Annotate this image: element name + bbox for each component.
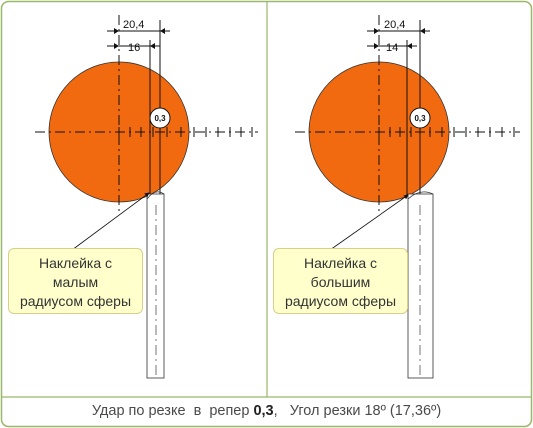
ruler-ticks-left (118, 127, 253, 137)
dimension-label-bottom-right: 14 (386, 42, 398, 54)
note-right-line1: Наклейка с (303, 255, 378, 271)
pointer-line-left (71, 192, 150, 251)
marker-label-right: 0,3 (414, 114, 426, 123)
cue-stick-left (146, 193, 165, 379)
note-right-line3: радиусом сферы (284, 293, 396, 309)
marker-circle-left (149, 107, 171, 129)
dimension-label-top-left: 20,4 (123, 19, 144, 31)
dimension-label-bottom-left: 16 (128, 42, 140, 54)
cue-stick-right (407, 193, 434, 379)
caption-part1: Удар по резке в репер (91, 403, 254, 419)
note-right-line2: большим (310, 274, 371, 290)
cue-tip-left (146, 191, 165, 200)
note-left: Наклейка с малым радиусом сферы (8, 248, 143, 314)
note-left-line1: Наклейка с (38, 255, 113, 271)
marker-circle-right (409, 107, 431, 129)
note-left-line3: радиусом сферы (19, 293, 131, 309)
dimension-label-top-right: 20,4 (384, 19, 405, 31)
ruler-ticks-right (378, 127, 515, 137)
marker-label-left: 0,3 (154, 114, 166, 123)
pointer-line-right (329, 194, 409, 251)
caption: Удар по резке в репер 0,3, Угол резки 18… (0, 397, 533, 427)
cue-tip-right (407, 191, 434, 200)
caption-marker-value: 0,3 (253, 403, 274, 419)
left-panel: 20,4 16 0,3 (35, 15, 258, 379)
note-left-line2: малым (52, 274, 99, 290)
note-right: Наклейка с большим радиусом сферы (273, 248, 408, 314)
right-panel: 20,4 14 0,3 (295, 15, 520, 379)
caption-part2: , Угол резки 18º (17,36º) (273, 403, 442, 419)
